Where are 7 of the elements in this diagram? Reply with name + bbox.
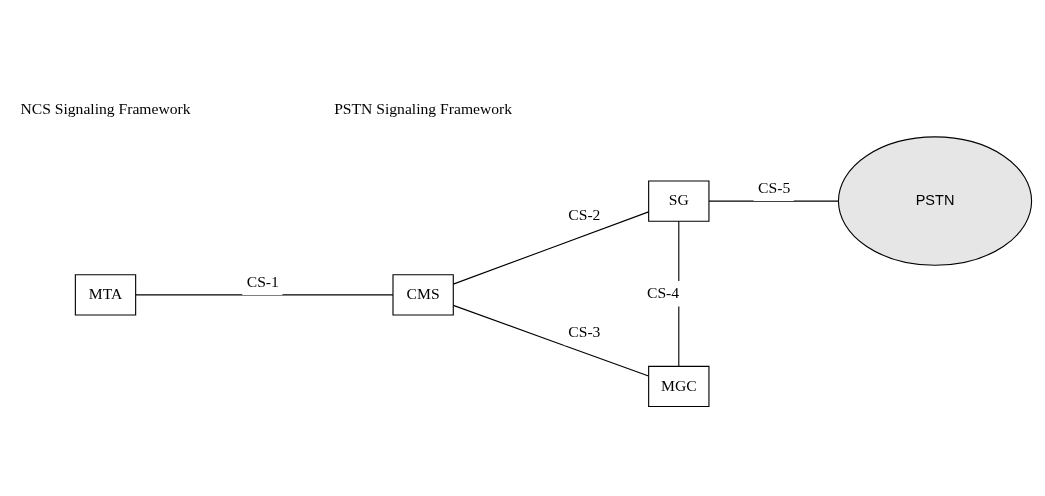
edge-label: CS-5 <box>758 178 791 196</box>
edge-label: CS-3 <box>568 322 601 340</box>
edge-label: CS-4 <box>646 284 680 302</box>
edge-label: CS-1 <box>246 272 279 290</box>
label: PSTN Signaling Framework <box>334 99 513 117</box>
label: NCS Signaling Framework <box>20 99 191 117</box>
edge-label: CS-2 <box>568 205 601 223</box>
